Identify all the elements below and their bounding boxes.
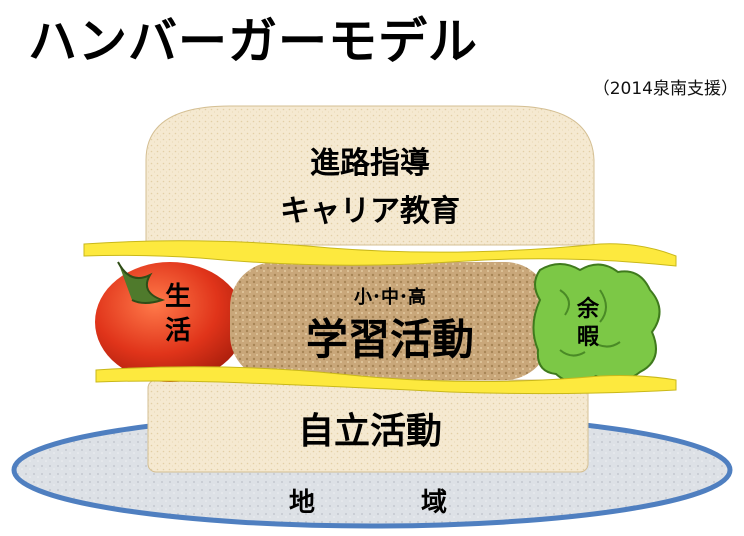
lettuce-label: 余 暇 [576,297,599,350]
patty-label: 学習活動 [305,315,474,364]
patty-small-label: 小･中･高 [354,287,426,308]
page-title: ハンバーガーモデル [28,13,479,70]
tomato-stem [117,261,166,304]
plate-label-left: 地 [288,488,315,518]
cheese-bottom [95,366,677,395]
cheese-top [83,240,677,267]
top-bun-label-line2: キャリア教育 [280,194,460,229]
subtitle: （2014泉南支援） [592,79,738,99]
top-bun-label-line1: 進路指導 [310,146,430,181]
patty [230,262,550,380]
plate-label-right: 域 [420,488,447,518]
top-bun [145,105,595,246]
tomato-label: 生 活 [164,282,191,346]
bottom-bun-label: 自立活動 [297,411,442,452]
